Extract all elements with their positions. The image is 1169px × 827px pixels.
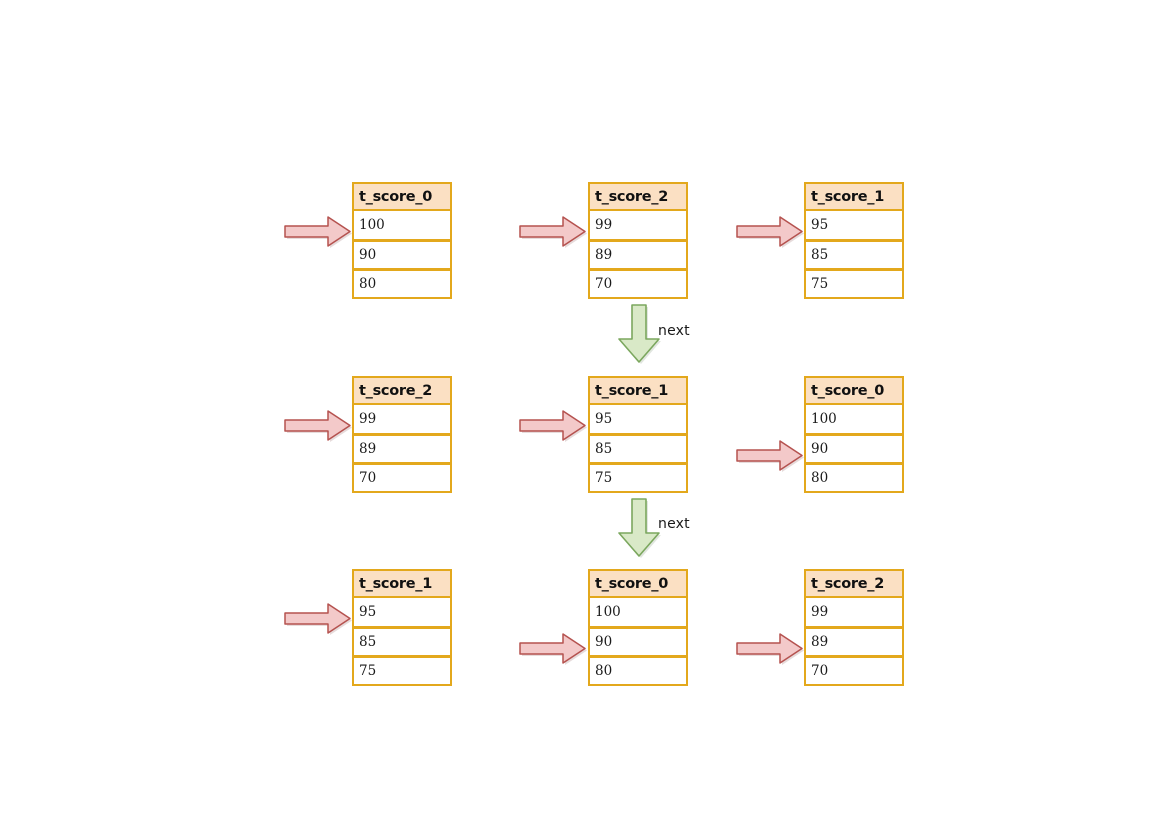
- row-pointer-arrow: [519, 215, 587, 249]
- table-row: 85: [804, 240, 904, 270]
- table-row: 89: [588, 240, 688, 270]
- table-row: 85: [352, 627, 452, 657]
- table-row: 75: [352, 656, 452, 686]
- row-pointer-arrow: [736, 439, 804, 473]
- table-row: 80: [588, 656, 688, 686]
- table-header: t_score_2: [588, 182, 688, 211]
- table-row: 95: [588, 405, 688, 435]
- table-row: 90: [804, 434, 904, 464]
- table-row: 85: [588, 434, 688, 464]
- table-row: 80: [804, 463, 904, 493]
- table-header: t_score_1: [588, 376, 688, 405]
- row-pointer-arrow: [736, 215, 804, 249]
- table-row: 89: [804, 627, 904, 657]
- table-row: 89: [352, 434, 452, 464]
- next-arrow: [616, 303, 662, 365]
- table-row: 99: [352, 405, 452, 435]
- next-arrow: [616, 497, 662, 559]
- row-pointer-arrow: [284, 215, 352, 249]
- table-row: 75: [588, 463, 688, 493]
- row-pointer-arrow: [519, 409, 587, 443]
- table-header: t_score_2: [352, 376, 452, 405]
- row-pointer-arrow: [736, 632, 804, 666]
- row-pointer-arrow: [284, 602, 352, 636]
- table-row: 70: [588, 269, 688, 299]
- next-label: next: [658, 516, 690, 532]
- table-header: t_score_0: [588, 569, 688, 598]
- table-row: 70: [352, 463, 452, 493]
- table-row: 75: [804, 269, 904, 299]
- table-header: t_score_0: [804, 376, 904, 405]
- table-row: 80: [352, 269, 452, 299]
- row-pointer-arrow: [519, 632, 587, 666]
- table-row: 90: [588, 627, 688, 657]
- table-header: t_score_1: [352, 569, 452, 598]
- table-row: 100: [588, 598, 688, 628]
- table-header: t_score_2: [804, 569, 904, 598]
- table-header: t_score_0: [352, 182, 452, 211]
- table-row: 100: [804, 405, 904, 435]
- table-row: 99: [804, 598, 904, 628]
- table-row: 95: [804, 211, 904, 241]
- table-row: 99: [588, 211, 688, 241]
- table-header: t_score_1: [804, 182, 904, 211]
- row-pointer-arrow: [284, 409, 352, 443]
- table-row: 90: [352, 240, 452, 270]
- table-row: 95: [352, 598, 452, 628]
- table-row: 70: [804, 656, 904, 686]
- next-label: next: [658, 323, 690, 339]
- table-row: 100: [352, 211, 452, 241]
